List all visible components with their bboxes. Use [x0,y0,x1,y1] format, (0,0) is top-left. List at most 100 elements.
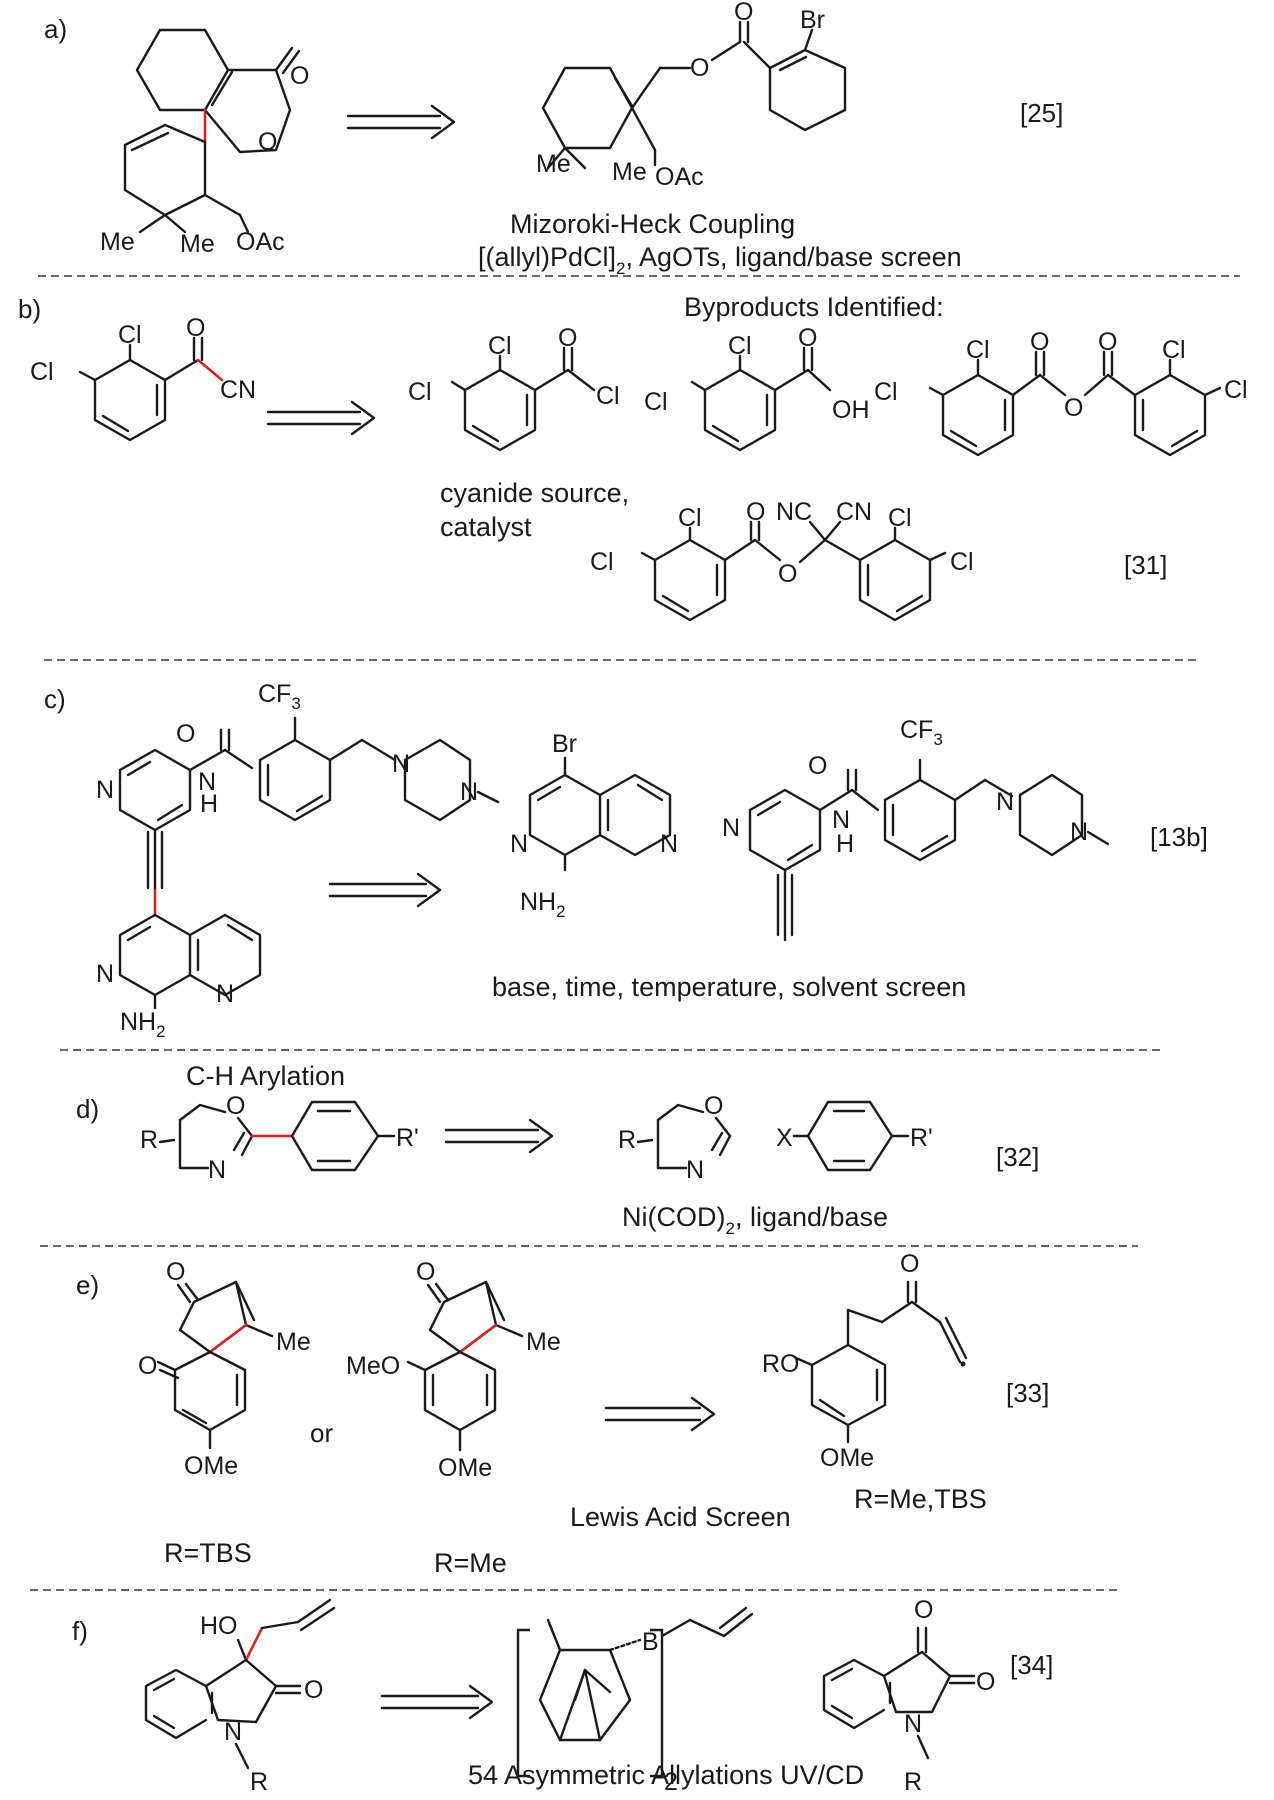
atom-c-n9: N [996,788,1014,816]
atom-f-ho: HO [200,1612,238,1640]
panel-c-alkyne-amide-structure: N O N H CF3 N N [722,716,1110,942]
atom-c-cf3: CF3 [258,680,301,713]
atom-b-cl15: Cl [950,548,974,576]
panel-a-caption-line2: [(allyl)PdCl]2, AgOTs, ligand/base scree… [478,242,962,278]
atom-f-b: B [642,1628,659,1656]
atom-e-o2: O [138,1352,157,1380]
atom-b-cl7: Cl [644,388,668,416]
atom-e-ome2: OMe [438,1454,492,1482]
panel-e-r-me: R=Me [434,1548,507,1578]
atom-d-n2: N [686,1156,704,1184]
atom-c-o2: O [808,752,827,780]
panel-d-label: d) [76,1094,99,1124]
panel-c-label: c) [44,684,66,714]
panel-d-product-structure: R O N R' [140,1092,419,1184]
panel-e-retro-arrow [604,1396,716,1432]
atom-f-r1: R [250,1768,268,1796]
atom-c-n7: N [660,830,678,858]
atom-b-oh: OH [832,396,870,424]
panel-d-retro-arrow [444,1118,554,1154]
panel-a-retro-arrow [346,104,456,140]
atom-b-cl1: Cl [118,321,142,349]
panel-b-reference: [31] [1124,550,1167,580]
atom-e-meo: MeO [346,1352,400,1380]
atom-c-n2: N [392,750,410,778]
atom-b-cl2: Cl [30,358,54,386]
atom-c-n10: N [1070,818,1088,846]
panel-e: e) O Me O OMe or O [76,1250,1049,1578]
panel-a-label: a) [44,14,67,44]
atom-d-rp1: R' [396,1124,419,1152]
atom-e-o3: O [416,1258,435,1286]
atom-f-n1: N [224,1718,242,1746]
panel-d: C-H Arylation d) R O N R' R [76,1061,1039,1238]
panel-b-caption-line1: cyanide source, [440,478,629,508]
atom-a-me3: Me [536,150,571,178]
atom-c-n5: N [216,980,234,1008]
panel-f-retro-arrow [380,1684,494,1720]
panel-f: f) HO O N R [72,1596,1053,1796]
atom-b-cl10: Cl [1162,336,1186,364]
atom-c-o1: O [176,720,195,748]
atom-b-cl8: Cl [966,336,990,364]
atom-b-cl11: Cl [1224,376,1248,404]
panel-a-precursor-structure: Me Me OAc O O Br [536,0,847,191]
panel-c-caption: base, time, temperature, solvent screen [492,972,966,1002]
atom-c-n3: N [460,778,478,806]
panel-b-cyanohydrin-ester-structure: Cl Cl O O NC CN Cl Cl [590,498,974,622]
atom-b-o1: O [186,314,205,342]
panel-b-label: b) [18,294,41,324]
atom-d-r2: R [618,1126,636,1154]
atom-b-cl12: Cl [678,504,702,532]
panel-b-caption-line2: catalyst [440,512,532,542]
atom-b-o4: O [1030,328,1049,356]
atom-b-cl4: Cl [408,378,432,406]
atom-a-oac2: OAc [655,163,704,191]
atom-b-o2: O [558,324,577,352]
atom-b-cl6: Cl [728,332,752,360]
atom-c-nh3: N [832,806,850,834]
panel-e-reference: [33] [1006,1378,1049,1408]
panel-c-product-structure: N O N H CF3 N N [96,680,500,1041]
panel-c: c) N O N H CF3 N N [44,680,1208,1041]
panel-b-header: Byproducts Identified: [684,292,944,322]
atom-c-nh2b: NH2 [520,888,566,921]
panel-b-retro-arrow [266,400,376,436]
atom-a-br: Br [800,6,825,34]
atom-f-n2: N [904,1710,922,1738]
panel-e-product1-structure: O Me O OMe [138,1258,311,1480]
atom-f-sub2: 2 [664,1768,678,1796]
atom-f-r2: R [904,1768,922,1796]
atom-e-ome1: OMe [184,1452,238,1480]
atom-b-cn2: CN [836,498,872,526]
panel-e-product2-structure: O Me MeO OMe [346,1258,561,1482]
atom-e-me1: Me [276,1328,311,1356]
atom-b-cl13: Cl [590,548,614,576]
atom-b-o3: O [798,324,817,352]
atom-e-ome3: OMe [820,1444,874,1472]
atom-b-cl5: Cl [596,382,620,410]
atom-b-cn: CN [220,376,256,404]
panel-f-reference: [34] [1010,1650,1053,1680]
atom-a-oac: OAc [236,228,285,256]
atom-c-h: H [200,790,218,818]
atom-c-br: Br [552,730,577,758]
atom-e-o4: O [900,1250,919,1278]
atom-f-o2: O [914,1596,933,1624]
panel-d-aryl-halide-structure: X R' [776,1100,933,1172]
atom-a-o-ring: O [258,128,277,156]
panel-b-benzoic-acid-structure: Cl Cl O OH [644,324,870,452]
atom-a-o-carbonyl: O [290,62,309,90]
atom-c-n4: N [96,960,114,988]
atom-c-n8: N [722,814,740,842]
panel-d-reference: [32] [996,1142,1039,1172]
panel-d-header: C-H Arylation [186,1061,345,1091]
panel-c-retro-arrow [328,872,442,908]
panel-b-substrate-structure: Cl Cl O CN [30,314,256,442]
panel-a-product-structure: O O Me Me OAc [100,28,309,258]
panel-e-or: or [310,1418,333,1448]
atom-d-o2: O [704,1092,723,1120]
panel-b: b) Byproducts Identified: Cl Cl O CN [18,292,1248,622]
atom-e-ro: RO [762,1350,800,1378]
